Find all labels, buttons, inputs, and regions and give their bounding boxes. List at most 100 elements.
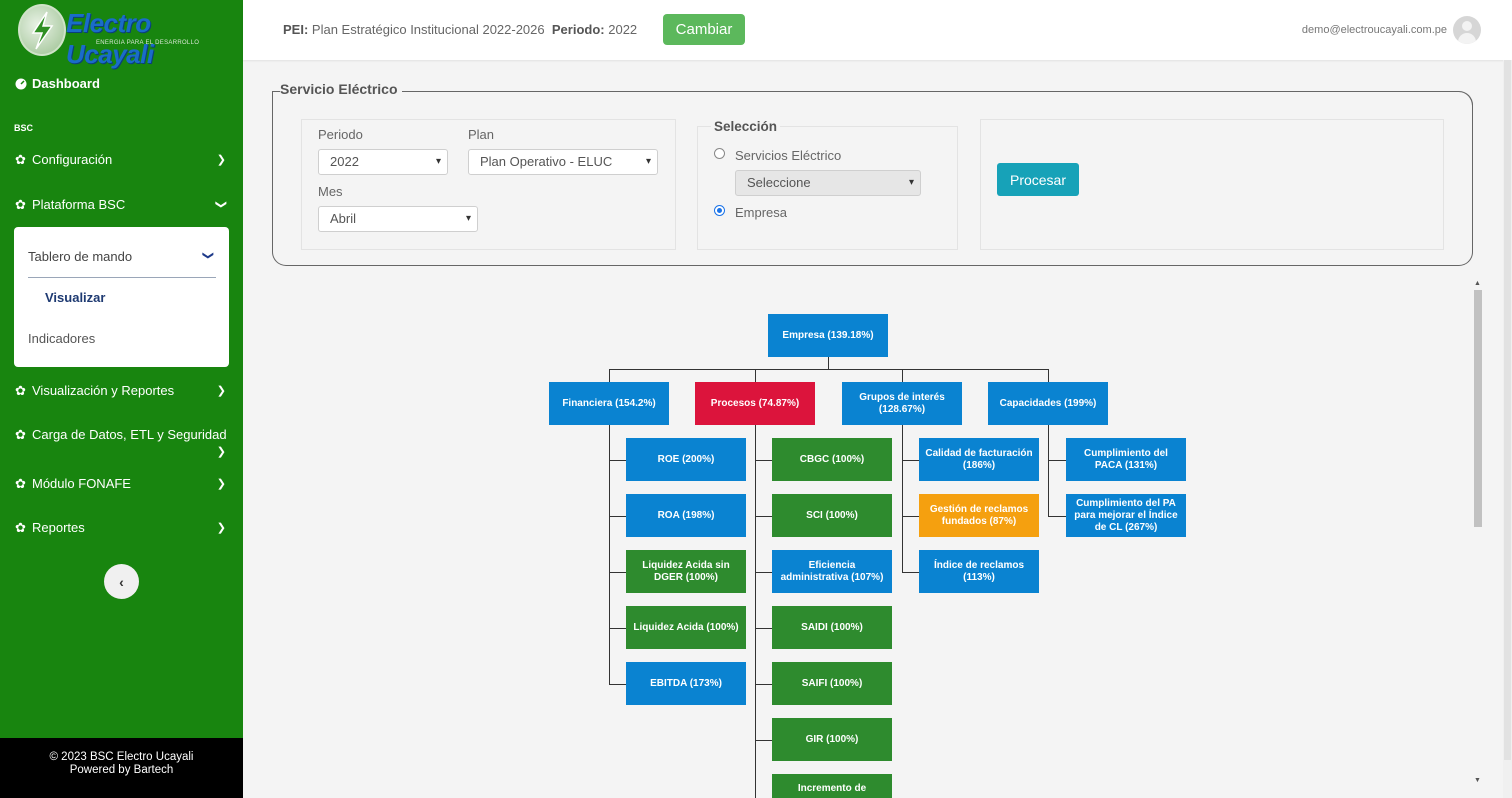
tree-node-indicator[interactable]: Cumplimiento del PACA (131%) <box>1066 438 1186 481</box>
tree-node-indicator[interactable]: SAIFI (100%) <box>772 662 892 705</box>
gear-icon: ✿ <box>15 382 26 398</box>
tree-node-indicator[interactable]: Cumplimiento del PA para mejorar el Índi… <box>1066 494 1186 537</box>
tree-node-label: SCI (100%) <box>806 509 858 521</box>
submenu-visualizar[interactable]: Visualizar <box>45 290 106 305</box>
tree-node-indicator[interactable]: Eficiencia administrativa (107%) <box>772 550 892 593</box>
nav-reportes[interactable]: ✿ Reportes ❯ <box>15 520 229 535</box>
procesar-button[interactable]: Procesar <box>997 163 1079 196</box>
mes-label: Mes <box>318 184 343 199</box>
submenu-plataforma-bsc: Tablero de mando ❯ Visualizar Indicadore… <box>14 227 229 367</box>
tree-node-procesos[interactable]: Procesos (74.87%) <box>695 382 815 425</box>
chevron-down-icon: ▾ <box>465 213 471 224</box>
nav-configuracion-label: Configuración <box>32 152 113 167</box>
tree-node-label: Financiera (154.2%) <box>562 397 656 409</box>
chevron-down-icon: ▾ <box>908 177 914 188</box>
tree-node-label: SAIDI (100%) <box>801 621 863 633</box>
tree-node-label: Procesos (74.87%) <box>710 397 800 409</box>
user-email[interactable]: demo@electroucayali.com.pe <box>1301 24 1447 36</box>
chevron-down-icon: ❯ <box>201 250 214 261</box>
servicios-select[interactable]: Seleccione ▾ <box>735 170 921 196</box>
pei-info: PEI: Plan Estratégico Institucional 2022… <box>283 22 637 37</box>
tree-node-capacidades[interactable]: Capacidades (199%) <box>988 382 1108 425</box>
tree-node-indicator[interactable]: Gestión de reclamos fundados (87%) <box>919 494 1039 537</box>
tree-node-indicator[interactable]: SAIDI (100%) <box>772 606 892 649</box>
procesar-group <box>980 119 1444 250</box>
periodo-label: Periodo: <box>551 22 605 37</box>
pei-label: PEI: <box>283 22 309 37</box>
submenu-indicadores[interactable]: Indicadores <box>28 331 96 346</box>
tree-node-label: Empresa (139.18%) <box>782 329 874 341</box>
footer-copyright: © 2023 BSC Electro Ucayali <box>49 751 194 763</box>
tree-node-indicator[interactable]: Liquidez Acida (100%) <box>626 606 746 649</box>
radio-empresa[interactable] <box>714 205 725 216</box>
tree-node-label: CBGC (100%) <box>799 453 865 465</box>
scroll-up-icon[interactable]: ▲ <box>1474 280 1481 287</box>
gear-icon: ✿ <box>15 427 26 442</box>
radio-empresa-label: Empresa <box>735 205 788 220</box>
filter-panel <box>272 92 1473 266</box>
tree-node-label: Liquidez Acida sin DGER (100%) <box>642 559 730 583</box>
nav-reportes-label: Reportes <box>32 520 85 535</box>
sidebar-collapse-button[interactable]: ‹ <box>104 564 139 599</box>
tree-node-root[interactable]: Empresa (139.18%) <box>768 314 888 357</box>
sidebar-footer: © 2023 BSC Electro Ucayali Powered by Ba… <box>0 738 243 798</box>
filter-panel-title: Servicio Eléctrico <box>280 81 402 97</box>
nav-visualizacion-label: Visualización y Reportes <box>32 383 175 398</box>
tree-node-label: Liquidez Acida (100%) <box>633 621 739 633</box>
nav-plataforma-bsc[interactable]: ✿ Plataforma BSC ❯ <box>15 197 229 212</box>
mes-select[interactable]: Abril ▾ <box>318 206 478 232</box>
nav-configuracion[interactable]: ✿ Configuración ❯ <box>15 152 229 167</box>
brand-logo[interactable]: Electro Ucayali ENERGIA PARA EL DESARROL… <box>18 4 228 69</box>
periodo-value: 2022 <box>608 22 638 37</box>
tree-node-indicator[interactable]: GIR (100%) <box>772 718 892 761</box>
tree-node-indicator[interactable]: Incremento de <box>772 774 892 798</box>
gear-icon: ✿ <box>15 519 26 535</box>
tree-node-label: ROE (200%) <box>657 453 715 465</box>
tree-node-indicator[interactable]: Índice de reclamos (113%) <box>919 550 1039 593</box>
nav-carga-datos-label: Carga de Datos, ETL y Seguridad <box>32 427 227 442</box>
periodo-plan-group <box>301 119 676 250</box>
radio-servicios-electrico[interactable] <box>714 148 725 159</box>
tree-node-indicator[interactable]: CBGC (100%) <box>772 438 892 481</box>
tree-node-indicator[interactable]: EBITDA (173%) <box>626 662 746 705</box>
tree-node-indicator[interactable]: Liquidez Acida sin DGER (100%) <box>626 550 746 593</box>
tree-node-indicator[interactable]: ROA (198%) <box>626 494 746 537</box>
tree-node-label: Calidad de facturación (186%) <box>925 447 1033 471</box>
nav-carga-datos[interactable]: ✿ Carga de Datos, ETL y Seguridad ❯ <box>15 427 229 458</box>
periodo-select[interactable]: 2022 ▾ <box>318 149 448 175</box>
chevron-right-icon: ❯ <box>216 478 226 490</box>
tree-node-indicator[interactable]: Calidad de facturación (186%) <box>919 438 1039 481</box>
tree-node-label: SAIFI (100%) <box>801 677 863 689</box>
cambiar-button[interactable]: Cambiar <box>663 14 745 45</box>
nav-visualizacion-reportes[interactable]: ✿ Visualización y Reportes ❯ <box>15 383 229 398</box>
submenu-tablero-de-mando[interactable]: Tablero de mando <box>28 249 133 264</box>
chevron-right-icon: ❯ <box>216 154 226 166</box>
nav-modulo-fonafe[interactable]: ✿ Módulo FONAFE ❯ <box>15 476 229 491</box>
tree-node-grupos-interes[interactable]: Grupos de interés (128.67%) <box>842 382 962 425</box>
tree-node-label: Eficiencia administrativa (107%) <box>780 559 884 583</box>
page-scrollbar-thumb[interactable] <box>1504 60 1511 760</box>
pei-value: Plan Estratégico Institucional 2022-2026 <box>311 22 545 37</box>
scroll-down-icon[interactable]: ▼ <box>1474 777 1481 784</box>
chart-scrollbar-thumb[interactable] <box>1474 290 1482 527</box>
tree-node-indicator[interactable]: SCI (100%) <box>772 494 892 537</box>
tree-node-financiera[interactable]: Financiera (154.2%) <box>549 382 669 425</box>
chevron-right-icon: ❯ <box>216 446 226 458</box>
chart-scrollbar[interactable]: ▲ ▼ <box>1473 280 1483 798</box>
lightning-logo-icon <box>18 4 66 56</box>
brand-name: Electro Ucayali <box>66 8 154 69</box>
user-avatar[interactable] <box>1453 16 1481 44</box>
tree-node-label: Índice de reclamos (113%) <box>933 559 1025 583</box>
radio-servicios-label: Servicios Eléctrico <box>735 148 842 163</box>
nav-plataforma-bsc-label: Plataforma BSC <box>32 197 126 212</box>
strategy-tree: Empresa (139.18%) Financiera (154.2%) Pr… <box>243 280 1473 798</box>
footer-powered-by: Powered by Bartech <box>69 764 174 776</box>
plan-select[interactable]: Plan Operativo - ELUC ▾ <box>468 149 658 175</box>
tree-node-indicator[interactable]: ROE (200%) <box>626 438 746 481</box>
tree-node-label: Grupos de interés (128.67%) <box>859 391 945 415</box>
page-scrollbar[interactable] <box>1503 60 1512 798</box>
nav-dashboard[interactable]: Dashboard <box>15 76 229 91</box>
nav-section-bsc: BSC <box>14 123 34 133</box>
chevron-down-icon: ❯ <box>214 199 227 210</box>
tree-node-label: Cumplimiento del PACA (131%) <box>1084 447 1168 471</box>
